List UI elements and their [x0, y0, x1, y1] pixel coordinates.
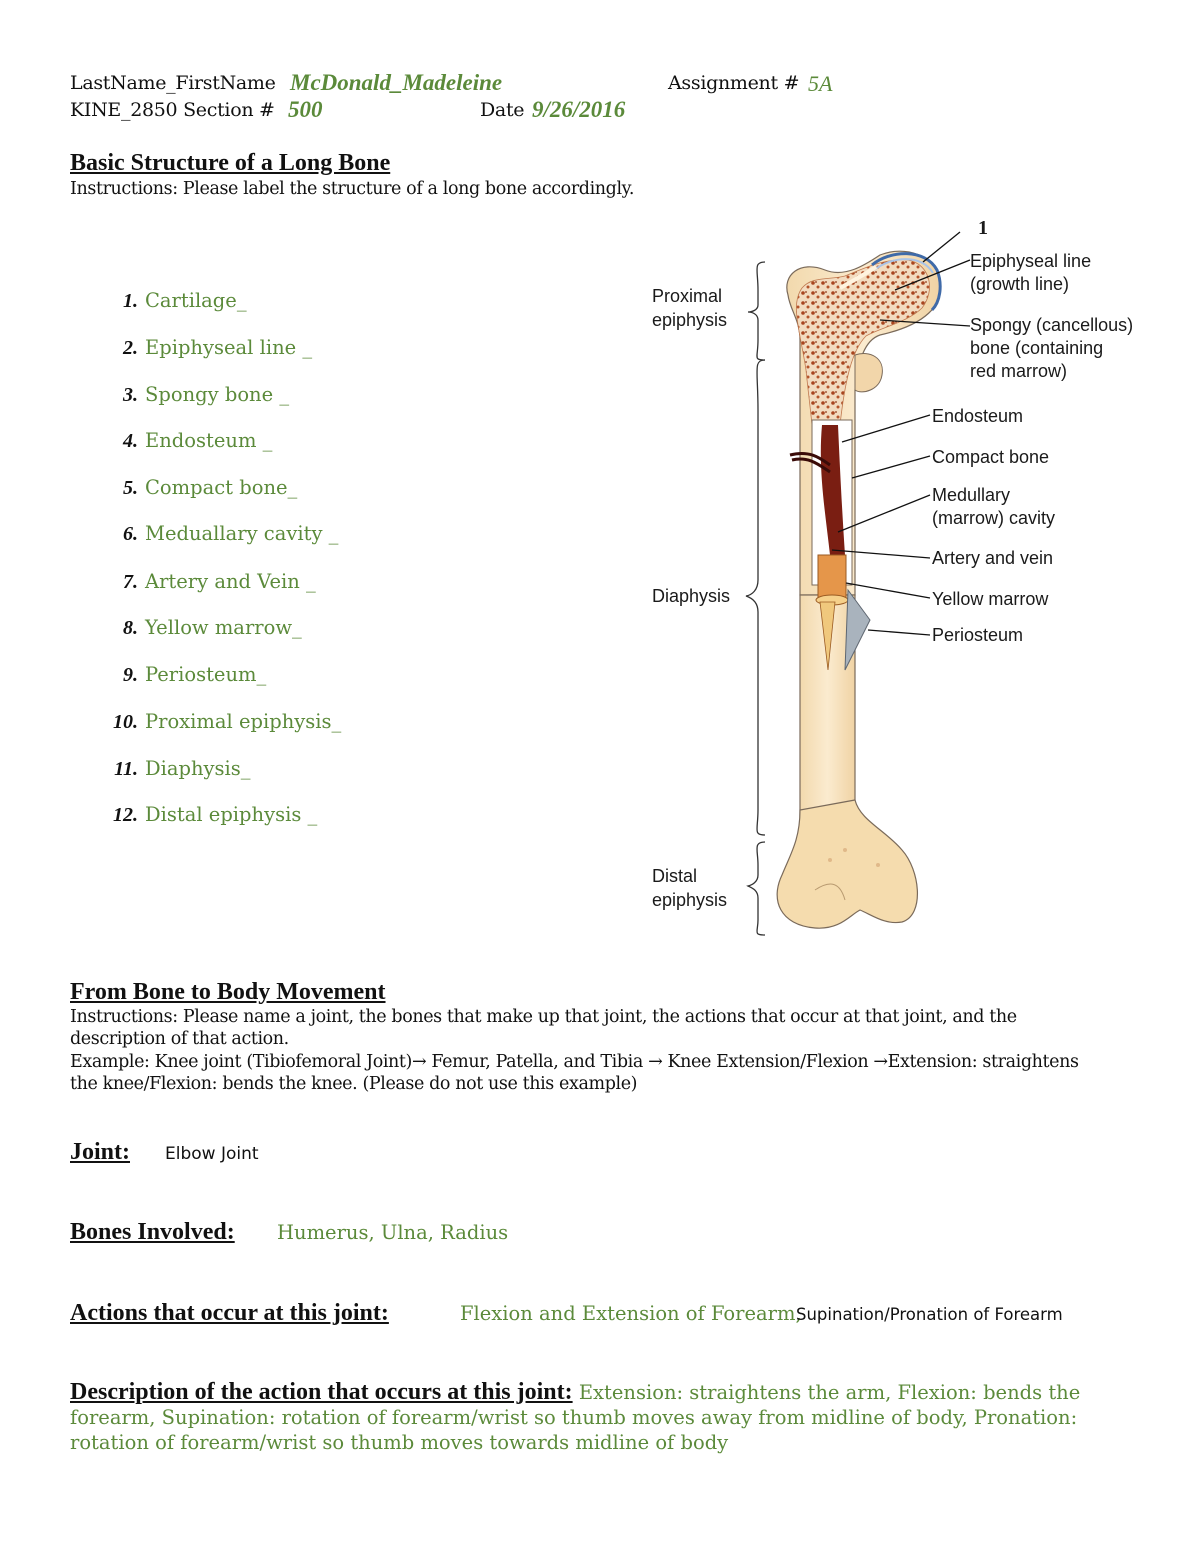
label-answer: Spongy bone _ — [145, 383, 290, 406]
endosteum-label: Endosteum — [932, 406, 1023, 426]
label-item: 11. Diaphysis_ — [102, 757, 251, 781]
label-answer: Cartilage_ — [145, 289, 247, 312]
periosteum-label: Periosteum — [932, 625, 1023, 645]
label-item: 12. Distal epiphysis _ — [102, 803, 317, 827]
label-answer: Distal epiphysis _ — [145, 803, 318, 826]
label-number: 9. — [123, 664, 138, 686]
label-answer: Yellow marrow_ — [145, 616, 302, 639]
label-item: 8. Yellow marrow_ — [102, 616, 302, 640]
description-label: Description of the action that occurs at… — [70, 1379, 573, 1405]
label-item: 4. Endosteum _ — [102, 429, 272, 453]
label-item: 9. Periosteum_ — [102, 663, 266, 687]
label-item: 7. Artery and Vein _ — [102, 570, 316, 594]
label-item: 6. Meduallary cavity _ — [102, 522, 338, 546]
label-number: 12. — [113, 804, 138, 826]
movement-instructions-line2: description of that action. — [70, 1029, 289, 1049]
yellow-marrow-shape — [817, 554, 847, 601]
diagram-marker-1: 1 — [978, 217, 988, 239]
actions-value-green: Flexion and Extension of Forearm, — [460, 1302, 802, 1325]
proximal-epiphysis-label: Proximal — [652, 286, 722, 306]
label-answer: Endosteum _ — [145, 429, 273, 452]
label-answer: Periosteum_ — [145, 663, 267, 686]
label-item: 1. Cartilage_ — [102, 289, 247, 313]
label-number: 4. — [123, 430, 138, 452]
bones-value: Humerus, Ulna, Radius — [277, 1221, 509, 1244]
long-bone-diagram: 1 Epiphyseal line (growth line) Spongy (… — [652, 217, 1133, 936]
periosteum-flap — [844, 588, 871, 671]
red-marrow-column — [820, 425, 845, 555]
label-answer: Compact bone_ — [145, 476, 298, 499]
artery-vein-label: Artery and vein — [932, 548, 1053, 568]
epiphyseal-line-shape — [839, 265, 878, 290]
leader-lines — [831, 231, 971, 636]
actions-label: Actions that occur at this joint: — [70, 1300, 389, 1326]
greater-trochanter — [854, 353, 883, 393]
label-answer: Epiphyseal line _ — [145, 336, 313, 359]
proximal-epiphysis-label-line2: epiphysis — [652, 310, 727, 330]
spongy-bone-label: Spongy (cancellous) — [970, 315, 1133, 335]
joint-value: Elbow Joint — [165, 1144, 259, 1164]
spongy-bone-region — [796, 259, 930, 426]
label-number: 6. — [123, 523, 138, 545]
label-number: 3. — [123, 384, 138, 406]
movement-section-title: From Bone to Body Movement — [70, 979, 386, 1005]
course-section-label: KINE_2850 Section # — [70, 99, 275, 121]
date-label: Date — [480, 99, 525, 121]
label-number: 1. — [123, 290, 138, 312]
section-value: 500 — [288, 97, 323, 122]
label-answer: Meduallary cavity _ — [145, 522, 339, 545]
label-item: 5. Compact bone_ — [102, 476, 297, 500]
description-value: Extension: straightens the arm, Flexion:… — [70, 1381, 1081, 1454]
label-number: 7. — [123, 571, 138, 593]
date-value: 9/26/2016 — [532, 97, 626, 122]
name-label: LastName_FirstName — [70, 72, 276, 94]
label-answer: Diaphysis_ — [145, 757, 251, 780]
assignment-value: 5A — [808, 71, 833, 96]
label-item: 2. Epiphyseal line _ — [102, 336, 312, 360]
label-number: 11. — [114, 758, 138, 780]
distal-epiphysis-label: Distal — [652, 866, 697, 886]
movement-instructions-line1: Instructions: Please name a joint, the b… — [70, 1007, 1017, 1027]
diaphysis-brace — [745, 359, 766, 836]
epiphyseal-line-label: Epiphyseal line — [970, 251, 1091, 271]
proximal-brace — [747, 261, 766, 361]
long-bone-instructions: Instructions: Please label the structure… — [70, 179, 634, 199]
label-number: 10. — [113, 711, 138, 733]
yellow-marrow-label: Yellow marrow — [932, 589, 1049, 609]
compact-bone-label: Compact bone — [932, 447, 1049, 467]
epiphyseal-line-sublabel: (growth line) — [970, 274, 1069, 294]
actions-value-black: Supination/Pronation of Forearm — [796, 1305, 1063, 1324]
description-block: Description of the action that occurs at… — [70, 1380, 1130, 1455]
medullary-label-line2: (marrow) cavity — [932, 508, 1055, 528]
distal-epiphysis-shape — [776, 799, 918, 929]
label-number: 8. — [123, 617, 138, 639]
spongy-bone-label-line3: red marrow) — [970, 361, 1067, 381]
label-item: 3. Spongy bone _ — [102, 383, 289, 407]
medullary-label: Medullary — [932, 485, 1010, 505]
label-number: 2. — [123, 337, 138, 359]
label-answer: Proximal epiphysis_ — [145, 710, 342, 733]
bones-label: Bones Involved: — [70, 1219, 235, 1245]
label-item: 10. Proximal epiphysis_ — [102, 710, 341, 734]
example-line1: Example: Knee joint (Tibiofemoral Joint)… — [70, 1052, 1079, 1072]
long-bone-section-title: Basic Structure of a Long Bone — [70, 150, 391, 176]
diaphysis-label: Diaphysis — [652, 586, 730, 606]
label-answer: Artery and Vein _ — [145, 570, 316, 593]
name-value: McDonald_Madeleine — [290, 70, 503, 95]
assignment-label: Assignment # — [668, 72, 800, 94]
joint-label: Joint: — [70, 1139, 130, 1165]
spongy-bone-label-line2: bone (containing — [970, 338, 1103, 358]
example-line2: the knee/Flexion: bends the knee. (Pleas… — [70, 1074, 638, 1094]
label-number: 5. — [123, 477, 138, 499]
distal-brace — [746, 841, 766, 936]
distal-epiphysis-label-line2: epiphysis — [652, 890, 727, 910]
articular-cartilage — [871, 252, 942, 312]
artery-vein-shape — [789, 451, 831, 474]
